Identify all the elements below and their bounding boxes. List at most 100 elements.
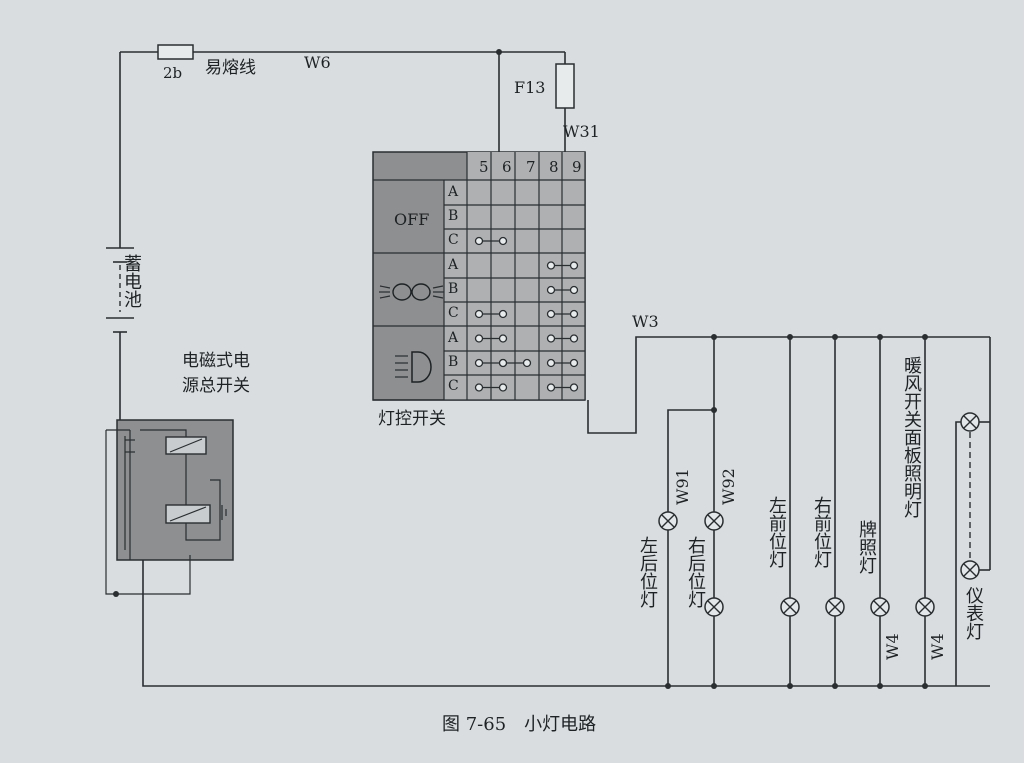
contact-pin <box>498 236 508 246</box>
parking-light-icon <box>379 283 444 301</box>
contact-pin <box>546 285 556 295</box>
lamp-cross <box>918 600 932 614</box>
off-position-label: OFF <box>394 210 429 229</box>
lamp-wiring <box>587 334 991 689</box>
row-c2-label: C <box>448 305 459 321</box>
wire-w91-label: W91 <box>673 468 692 505</box>
instrument-lamp-label: 仪表灯 <box>963 586 984 640</box>
row-a3-label: A <box>447 330 459 346</box>
contact-pin <box>569 309 579 319</box>
wire-w6-label: W6 <box>304 53 331 72</box>
row-b3-label: B <box>448 354 458 370</box>
battery-symbol <box>106 247 134 338</box>
supply-wiring <box>119 49 990 687</box>
light-control-switch: 5 6 7 8 9 A B C A B C A B C OFF <box>372 151 586 401</box>
right-front-lamp-symbol <box>825 597 845 617</box>
row-a1-label: A <box>447 184 459 200</box>
heater-panel-lamp-symbol <box>915 597 935 617</box>
right-rear-lamp-lower-symbol <box>704 597 724 617</box>
right-rear-lamp-label-box: 右后位灯 <box>685 536 706 608</box>
fusible-link-label: 易熔线 <box>205 58 256 78</box>
contact-pin <box>569 383 579 392</box>
light-switch-label: 灯控开关 <box>378 409 446 429</box>
left-front-lamp-symbol <box>780 597 800 617</box>
fuse-2b-symbol <box>157 44 194 60</box>
left-front-lamp-label-box: 左前位灯 <box>766 496 787 568</box>
contact-pin <box>474 236 484 246</box>
right-rear-lamp-upper-symbol <box>704 511 724 531</box>
figure-caption: 图 7-65 小灯电路 <box>442 714 596 735</box>
wire-w4-label-a: W4 <box>883 633 902 660</box>
fuse-f13-label: F13 <box>514 78 545 97</box>
col-8-label: 8 <box>549 158 559 176</box>
contact-pin <box>569 358 579 368</box>
contact-pin <box>546 261 556 270</box>
lamp-symbols <box>658 412 980 617</box>
lamp-cross <box>783 600 797 614</box>
contact-pin <box>546 383 556 392</box>
contact-pin <box>546 358 556 368</box>
contact-pin <box>498 334 508 343</box>
left-rear-lamp-symbol <box>658 511 678 531</box>
contact-pin <box>498 309 508 319</box>
wire-w3-label: W3 <box>632 312 659 331</box>
battery-label-text: 蓄电池 <box>88 254 142 308</box>
left-rear-lamp-label: 左后位灯 <box>637 536 658 608</box>
right-front-lamp-label-box: 右前位灯 <box>811 496 832 568</box>
wire-w4-label-b: W4 <box>928 633 947 660</box>
lamp-cross <box>828 600 842 614</box>
plate-lamp-label-box: 牌照灯 <box>856 520 877 574</box>
contact-pin <box>498 383 508 392</box>
right-rear-lamp-label: 右后位灯 <box>685 536 706 608</box>
heater-panel-lamp-label-box: 暖风开关面板照明灯 <box>901 356 922 518</box>
main-switch-label-line1: 电磁式电 <box>182 351 250 371</box>
instrument-lamp-label-box: 仪表灯 <box>963 586 984 640</box>
headlight-icon <box>395 351 432 383</box>
contact-pin <box>474 334 484 343</box>
right-front-lamp-label: 右前位灯 <box>811 496 832 568</box>
contact-pin <box>569 334 579 343</box>
main-switch-box <box>105 419 234 597</box>
left-front-lamp-label: 左前位灯 <box>766 496 787 568</box>
row-a2-label: A <box>447 257 459 273</box>
lamp-cross <box>707 600 721 614</box>
row-b2-label: B <box>448 281 458 297</box>
contact-pin <box>522 358 532 368</box>
battery-label: 蓄电池 <box>88 254 142 308</box>
row-c1-label: C <box>448 232 459 248</box>
wire-w31-label: W31 <box>563 122 600 141</box>
wire-w92-label: W92 <box>719 468 738 505</box>
contact-pin <box>474 309 484 319</box>
fuse-2b-label: 2b <box>163 64 182 82</box>
lamp-cross <box>661 514 675 528</box>
plate-lamp-symbol <box>870 597 890 617</box>
fuse-f13-symbol <box>555 63 575 109</box>
contact-pin <box>569 285 579 295</box>
col-6-label: 6 <box>502 158 512 176</box>
col-7-label: 7 <box>526 158 536 176</box>
contact-pin <box>569 261 579 270</box>
row-b1-label: B <box>448 208 458 224</box>
switch-contacts <box>474 236 579 392</box>
instrument-lamp-bottom-symbol <box>960 560 980 580</box>
lamp-cross <box>963 563 977 577</box>
lamp-cross <box>707 514 721 528</box>
instrument-lamp-top-symbol <box>960 412 980 432</box>
contact-pin <box>498 358 508 368</box>
lamp-cross <box>963 415 977 429</box>
contact-pin <box>546 334 556 343</box>
switch-grid <box>373 152 586 401</box>
contact-pin <box>546 309 556 319</box>
contact-pin <box>474 383 484 392</box>
col-9-label: 9 <box>572 158 582 176</box>
lamp-cross <box>873 600 887 614</box>
left-rear-lamp-label-box: 左后位灯 <box>637 536 658 608</box>
row-c3-label: C <box>448 378 459 394</box>
main-switch-label-line2: 源总开关 <box>182 376 250 396</box>
contact-pin <box>474 358 484 368</box>
plate-lamp-label: 牌照灯 <box>856 520 877 574</box>
heater-panel-lamp-label: 暖风开关面板照明灯 <box>901 356 922 518</box>
col-5-label: 5 <box>479 158 489 176</box>
